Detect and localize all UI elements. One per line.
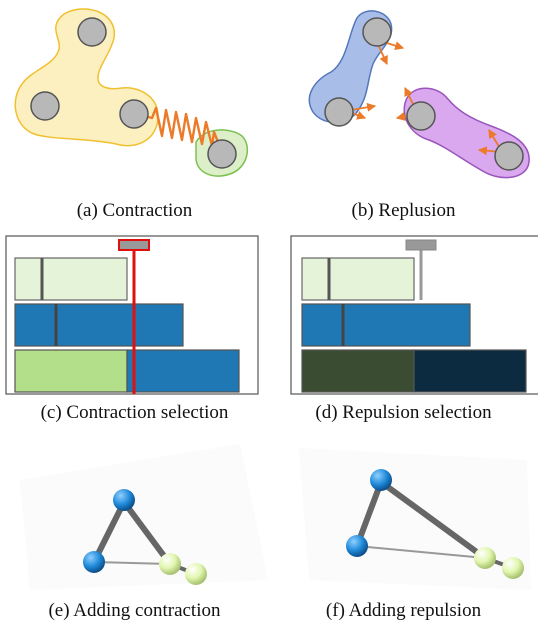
bar-block — [126, 349, 240, 393]
bar-block — [301, 303, 471, 347]
panel-contraction: (a) Contraction — [0, 0, 269, 221]
node — [207, 139, 237, 169]
bar-block — [14, 303, 184, 347]
blue-sphere-node — [370, 469, 392, 491]
node — [362, 17, 392, 47]
edge — [356, 545, 486, 559]
caption-repulsion: (b) Replusion — [351, 200, 456, 221]
blue-sphere-node — [83, 551, 105, 573]
repulsion-illustration — [308, 10, 530, 179]
selection-handle[interactable] — [118, 239, 150, 251]
shadow-panel — [299, 448, 531, 590]
adding-contraction-graph — [20, 444, 268, 590]
node — [324, 97, 354, 127]
green-sphere-node — [474, 547, 496, 569]
edge — [91, 500, 127, 564]
blue-sphere-node — [113, 489, 135, 511]
node — [406, 101, 436, 131]
repulsion-selection-view — [290, 235, 538, 395]
edge — [93, 561, 171, 565]
node — [119, 99, 149, 129]
green-sphere-node — [185, 563, 207, 585]
spring-icon — [143, 106, 224, 153]
contraction-selection-view — [5, 235, 259, 395]
caption-adding-repulsion: (f) Adding repulsion — [325, 600, 482, 621]
green-sphere-node — [159, 553, 181, 575]
edge — [379, 479, 487, 561]
blue-sphere-node — [346, 535, 368, 557]
caption-repulsion-selection: (d) Repulsion selection — [315, 402, 492, 423]
contraction-illustration — [14, 8, 249, 177]
green-sphere-node — [502, 557, 524, 579]
panel-repulsion: (b) Replusion — [269, 0, 538, 221]
edge — [121, 500, 173, 566]
panel-repulsion-selection: (d) Repulsion selection — [269, 230, 538, 423]
bar-block — [14, 349, 128, 393]
node — [494, 141, 524, 171]
shadow-panel — [20, 444, 268, 590]
selection-handle[interactable] — [405, 239, 437, 251]
panel-adding-repulsion: (f) Adding repulsion — [269, 440, 538, 630]
panel-contraction-selection: (c) Contraction selection — [0, 230, 269, 423]
bar-block — [413, 349, 527, 393]
caption-adding-contraction: (e) Adding contraction — [48, 600, 221, 621]
edge — [354, 480, 384, 548]
node — [30, 91, 60, 121]
caption-contraction: (a) Contraction — [76, 200, 193, 221]
node — [77, 17, 107, 47]
bar-block — [14, 257, 128, 301]
adding-repulsion-graph — [299, 448, 531, 590]
bar-block — [301, 257, 415, 301]
panel-adding-contraction: (e) Adding contraction — [0, 440, 269, 630]
bar-block — [301, 349, 415, 393]
caption-contraction-selection: (c) Contraction selection — [40, 402, 229, 423]
